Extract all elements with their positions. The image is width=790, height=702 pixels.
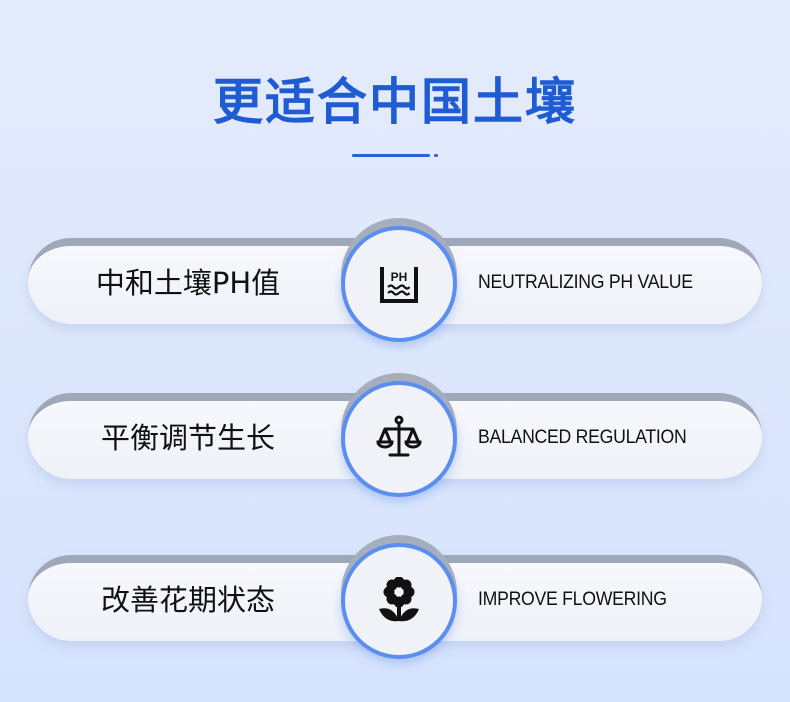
svg-text:PH: PH <box>391 270 408 284</box>
feature-row-flower: 改善花期状态 IMPROVE FLOWERING <box>28 543 762 659</box>
feature-cn-label: 平衡调节生长 <box>100 421 275 455</box>
icon-circle: PH <box>341 226 457 342</box>
icon-circle <box>341 543 457 659</box>
page-title: 更适合中国土壤 <box>213 73 577 131</box>
feature-row-ph: 中和土壤PH值 PH NEUTRALIZING PH VALUE <box>28 226 762 342</box>
feature-en-label: IMPROVE FLOWERING <box>478 589 667 610</box>
icon-circle <box>341 381 457 497</box>
title-underline-dot <box>434 154 438 157</box>
ph-icon: PH <box>380 267 418 303</box>
scale-icon <box>376 415 422 457</box>
feature-en-label: NEUTRALIZING PH VALUE <box>478 272 693 293</box>
flower-icon <box>379 577 419 622</box>
feature-cn-label: 中和土壤PH值 <box>95 266 281 300</box>
feature-cn-label: 改善花期状态 <box>100 583 275 617</box>
feature-en-label: BALANCED REGULATION <box>478 427 687 448</box>
feature-row-balance: 平衡调节生长 BALANCED REGULATION <box>28 381 762 497</box>
title-underline <box>352 154 430 157</box>
